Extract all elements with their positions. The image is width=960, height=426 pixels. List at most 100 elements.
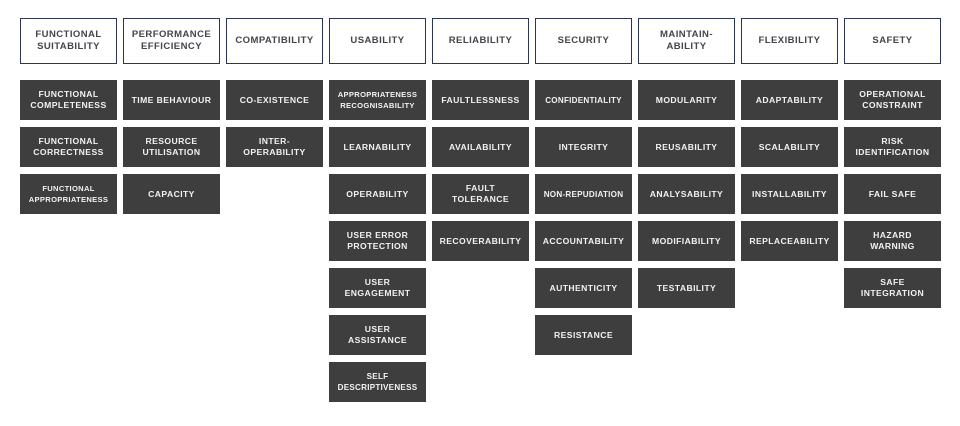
characteristic-header-label: USABILITY xyxy=(350,35,405,46)
subcharacteristic-box[interactable]: NON-REPUDIATION xyxy=(535,174,632,214)
characteristic-header-label: MAINTAIN- ABILITY xyxy=(660,29,713,52)
characteristic-header-label: COMPATIBILITY xyxy=(235,35,314,46)
subcharacteristic-box[interactable]: CO-EXISTENCE xyxy=(226,80,323,120)
subcharacteristic-box[interactable]: ANALYSABILITY xyxy=(638,174,735,214)
subcharacteristic-label: MODIFIABILITY xyxy=(652,235,721,246)
characteristic-header-label: SAFETY xyxy=(872,35,913,46)
subcharacteristic-box[interactable]: LEARNABILITY xyxy=(329,127,426,167)
subcharacteristic-label: FAULTLESSNESS xyxy=(441,94,520,105)
characteristic-header-label: FLEXIBILITY xyxy=(758,35,821,46)
subcharacteristic-list: CO-EXISTENCE INTER- OPERABILITY xyxy=(226,80,323,167)
subcharacteristic-box[interactable]: REPLACEABILITY xyxy=(741,221,838,261)
subcharacteristic-label: TESTABILITY xyxy=(656,282,717,293)
subcharacteristic-box[interactable]: RECOVERABILITY xyxy=(432,221,529,261)
subcharacteristic-box[interactable]: INTEGRITY xyxy=(535,127,632,167)
subcharacteristic-box[interactable]: INSTALLABILITY xyxy=(741,174,838,214)
subcharacteristic-label: SCALABILITY xyxy=(758,141,821,152)
subcharacteristic-box[interactable]: RESISTANCE xyxy=(535,315,632,355)
subcharacteristic-list: APPROPRIATENESS RECOGNISABILITY LEARNABIL… xyxy=(329,80,426,402)
subcharacteristic-label: LEARNABILITY xyxy=(343,141,412,152)
subcharacteristic-label: CONFIDENTIALITY xyxy=(545,95,622,105)
characteristic-header-label: SECURITY xyxy=(557,35,610,46)
characteristic-header[interactable]: PERFORMANCE EFFICIENCY xyxy=(123,18,220,64)
characteristic-header[interactable]: FLEXIBILITY xyxy=(741,18,838,64)
subcharacteristic-list: MODULARITY REUSABILITY ANALYSABILITY MODIFI… xyxy=(638,80,735,308)
subcharacteristic-box[interactable]: USER ERROR PROTECTION xyxy=(329,221,426,261)
subcharacteristic-list: FUNCTIONAL COMPLETENESS FUNCTIONAL CORREC… xyxy=(20,80,117,214)
subcharacteristic-box[interactable]: FUNCTIONAL CORRECTNESS xyxy=(20,127,117,167)
subcharacteristic-label: RECOVERABILITY xyxy=(439,235,522,246)
subcharacteristic-label: APPROPRIATENESS RECOGNISABILITY xyxy=(337,90,418,110)
characteristic-header-label: PERFORMANCE EFFICIENCY xyxy=(131,29,212,52)
subcharacteristic-label: FAULT TOLERANCE xyxy=(451,183,510,204)
subcharacteristic-box[interactable]: CONFIDENTIALITY xyxy=(535,80,632,120)
subcharacteristic-label: FUNCTIONAL COMPLETENESS xyxy=(30,89,107,110)
subcharacteristic-box[interactable]: RESOURCE UTILISATION xyxy=(123,127,220,167)
subcharacteristic-box[interactable]: AUTHENTICITY xyxy=(535,268,632,308)
subcharacteristic-list: ADAPTABILITY SCALABILITY INSTALLABILITY REP… xyxy=(741,80,838,261)
subcharacteristic-box[interactable]: USER ENGAGEMENT xyxy=(329,268,426,308)
subcharacteristic-label: SAFE INTEGRATION xyxy=(860,277,925,298)
subcharacteristic-label: REUSABILITY xyxy=(655,141,718,152)
subcharacteristic-box[interactable]: TIME BEHAVIOUR xyxy=(123,80,220,120)
characteristic-header[interactable]: SAFETY xyxy=(844,18,941,64)
subcharacteristic-label: USER ENGAGEMENT xyxy=(344,277,411,298)
subcharacteristic-box[interactable]: OPERATIONAL CONSTRAINT xyxy=(844,80,941,120)
subcharacteristic-label: CO-EXISTENCE xyxy=(239,94,310,105)
characteristic-header[interactable]: SECURITY xyxy=(535,18,632,64)
characteristic-column: SAFETY OPERATIONAL CONSTRAINT RISK IDENTIF… xyxy=(844,18,941,402)
subcharacteristic-box[interactable]: MODULARITY xyxy=(638,80,735,120)
subcharacteristic-label: FAIL SAFE xyxy=(868,188,917,199)
subcharacteristic-box[interactable]: ADAPTABILITY xyxy=(741,80,838,120)
subcharacteristic-box[interactable]: REUSABILITY xyxy=(638,127,735,167)
subcharacteristic-label: CAPACITY xyxy=(148,188,195,199)
subcharacteristic-box[interactable]: FUNCTIONAL APPROPRIATENESS xyxy=(20,174,117,214)
subcharacteristic-box[interactable]: RISK IDENTIFICATION xyxy=(844,127,941,167)
subcharacteristic-box[interactable]: MODIFIABILITY xyxy=(638,221,735,261)
subcharacteristic-label: ANALYSABILITY xyxy=(649,188,724,199)
subcharacteristic-box[interactable]: TESTABILITY xyxy=(638,268,735,308)
subcharacteristic-box[interactable]: ACCOUNTABILITY xyxy=(535,221,632,261)
characteristic-column: MAINTAIN- ABILITY MODULARITY REUSABILITY AN… xyxy=(638,18,735,402)
characteristic-column: RELIABILITY FAULTLESSNESS AVAILABILITY FAUL… xyxy=(432,18,529,402)
subcharacteristic-box[interactable]: FUNCTIONAL COMPLETENESS xyxy=(20,80,117,120)
subcharacteristic-label: RESOURCE UTILISATION xyxy=(142,136,201,157)
subcharacteristic-box[interactable]: INTER- OPERABILITY xyxy=(226,127,323,167)
subcharacteristic-label: ACCOUNTABILITY xyxy=(542,235,625,246)
subcharacteristic-label: TIME BEHAVIOUR xyxy=(131,94,212,105)
subcharacteristic-box[interactable]: CAPACITY xyxy=(123,174,220,214)
characteristic-column: FUNCTIONAL SUITABILITY FUNCTIONAL COMPLET… xyxy=(20,18,117,402)
subcharacteristic-label: USER ERROR PROTECTION xyxy=(346,230,409,251)
subcharacteristic-box[interactable]: USER ASSISTANCE xyxy=(329,315,426,355)
characteristic-column: PERFORMANCE EFFICIENCY TIME BEHAVIOUR RESO… xyxy=(123,18,220,402)
subcharacteristic-box[interactable]: APPROPRIATENESS RECOGNISABILITY xyxy=(329,80,426,120)
subcharacteristic-box[interactable]: FAULT TOLERANCE xyxy=(432,174,529,214)
subcharacteristic-label: USER ASSISTANCE xyxy=(348,324,407,345)
subcharacteristic-label: MODULARITY xyxy=(655,94,718,105)
subcharacteristic-label: HAZARD WARNING xyxy=(870,230,915,251)
subcharacteristic-label: SELF DESCRIPTIVENESS xyxy=(337,372,418,392)
subcharacteristic-box[interactable]: SAFE INTEGRATION xyxy=(844,268,941,308)
characteristic-header[interactable]: FUNCTIONAL SUITABILITY xyxy=(20,18,117,64)
subcharacteristic-box[interactable]: SCALABILITY xyxy=(741,127,838,167)
subcharacteristic-label: FUNCTIONAL APPROPRIATENESS xyxy=(28,184,109,204)
characteristic-header-label: FUNCTIONAL SUITABILITY xyxy=(35,29,102,52)
subcharacteristic-label: OPERATIONAL CONSTRAINT xyxy=(859,89,926,110)
subcharacteristic-label: RESISTANCE xyxy=(554,329,613,340)
subcharacteristic-box[interactable]: OPERABILITY xyxy=(329,174,426,214)
subcharacteristic-box[interactable]: SELF DESCRIPTIVENESS xyxy=(329,362,426,402)
subcharacteristic-list: CONFIDENTIALITY INTEGRITY NON-REPUDIATION A… xyxy=(535,80,632,355)
characteristic-column: SECURITY CONFIDENTIALITY INTEGRITY NON-REPU… xyxy=(535,18,632,402)
characteristic-header[interactable]: MAINTAIN- ABILITY xyxy=(638,18,735,64)
characteristic-header[interactable]: USABILITY xyxy=(329,18,426,64)
subcharacteristic-box[interactable]: FAULTLESSNESS xyxy=(432,80,529,120)
subcharacteristic-label: AVAILABILITY xyxy=(449,141,512,152)
characteristic-column: COMPATIBILITY CO-EXISTENCE INTER- OPERABIL… xyxy=(226,18,323,402)
subcharacteristic-box[interactable]: AVAILABILITY xyxy=(432,127,529,167)
characteristic-header[interactable]: COMPATIBILITY xyxy=(226,18,323,64)
subcharacteristic-label: INTER- OPERABILITY xyxy=(243,136,306,157)
characteristic-header[interactable]: RELIABILITY xyxy=(432,18,529,64)
subcharacteristic-box[interactable]: HAZARD WARNING xyxy=(844,221,941,261)
subcharacteristic-box[interactable]: FAIL SAFE xyxy=(844,174,941,214)
